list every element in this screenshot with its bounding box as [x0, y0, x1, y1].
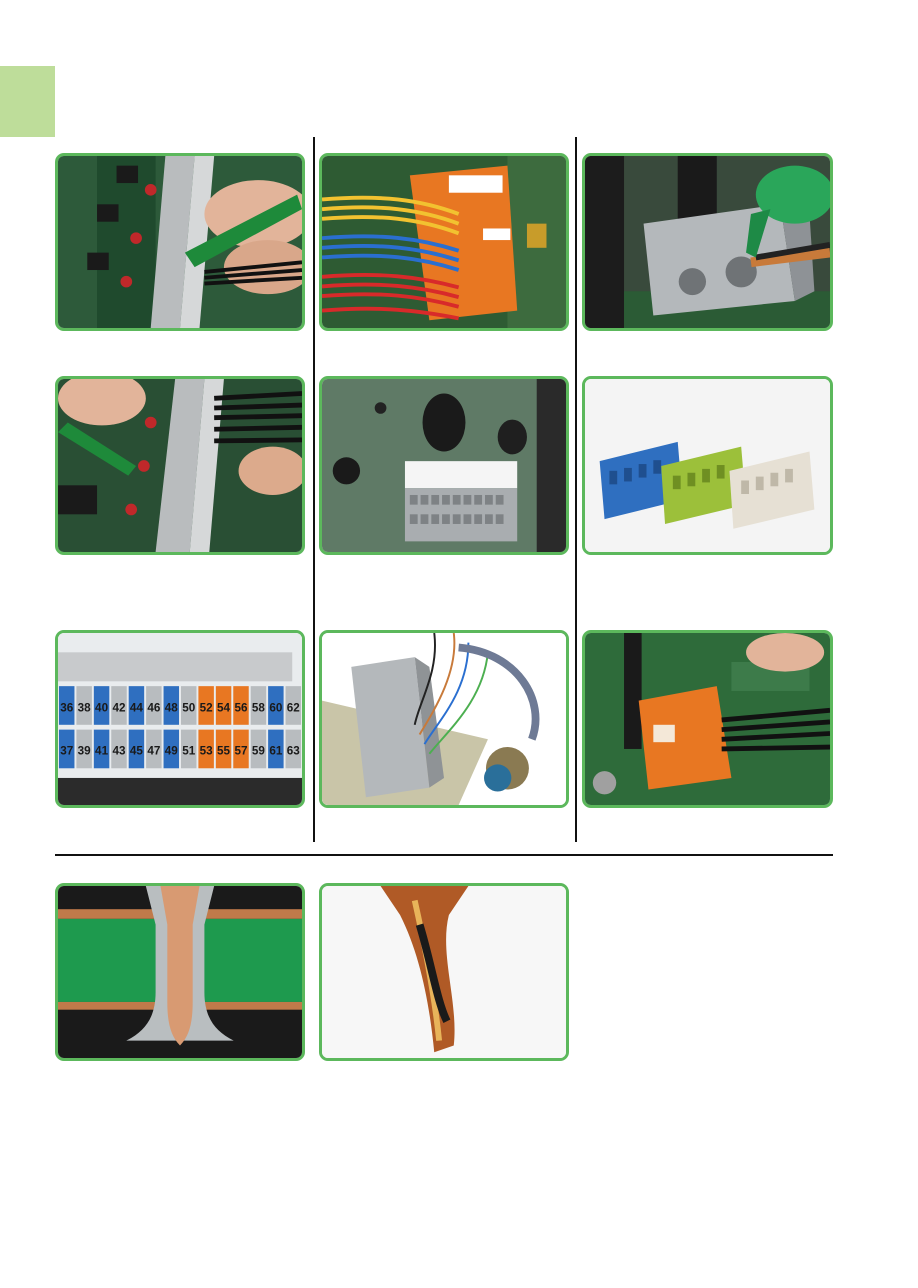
marker-strip-number: 54 — [217, 701, 231, 714]
photo-grey-terminal-green-tool — [582, 153, 833, 331]
marker-strip-number: 42 — [112, 701, 126, 714]
marker-strip-cell — [128, 686, 145, 725]
marker-strip-cell — [250, 729, 267, 769]
marker-strip-number: 58 — [252, 701, 266, 714]
marker-strip-cell — [198, 686, 214, 725]
marker-strip-cell — [163, 686, 180, 725]
marker-strip-cell — [93, 729, 110, 769]
marker-strip-number: 37 — [60, 745, 73, 758]
marker-strip-number: 61 — [269, 745, 283, 758]
marker-strip-number: 45 — [130, 745, 144, 758]
marker-strip-cell — [146, 729, 162, 769]
marker-strip-number: 59 — [252, 745, 266, 758]
column-divider-left — [313, 137, 315, 842]
marker-strip-number: 40 — [95, 701, 108, 714]
marker-strip-number: 57 — [234, 745, 247, 758]
marker-strip-number: 62 — [287, 701, 301, 714]
marker-strip-number: 46 — [147, 701, 161, 714]
marker-strip-cell — [285, 686, 302, 725]
photo-pcb-cross-section — [55, 883, 305, 1061]
photo-grey-terminal-strip-on-pcb — [319, 376, 569, 555]
marker-strip-number: 52 — [200, 701, 214, 714]
photo-blue-green-beige-terminal-blocks — [582, 376, 833, 555]
marker-strip-number: 51 — [182, 745, 196, 758]
marker-strip-cell — [233, 729, 249, 769]
marker-strip-number: 36 — [60, 701, 74, 714]
marker-strip-cell — [250, 686, 267, 725]
section-divider — [55, 854, 833, 856]
photo-solder-pin-cross-section — [319, 883, 569, 1061]
marker-strip-cell — [163, 729, 180, 769]
marker-strip-cell — [180, 729, 197, 769]
photo-orange-terminal-on-pcb — [582, 630, 833, 808]
marker-strip-number: 38 — [78, 701, 92, 714]
marker-strip-cell — [111, 686, 127, 725]
marker-strip-number: 41 — [95, 745, 109, 758]
marker-strip-cell — [268, 686, 284, 725]
marker-strip-cell — [215, 686, 232, 725]
marker-strip-cell — [268, 729, 284, 769]
column-divider-right — [575, 137, 577, 842]
marker-strip-number: 55 — [217, 745, 231, 758]
marker-strip-cell — [58, 729, 75, 769]
marker-strip-number: 39 — [78, 745, 92, 758]
section-tab — [0, 66, 55, 137]
marker-strip-cell — [76, 729, 92, 769]
marker-strip-number: 48 — [165, 701, 179, 714]
marker-strip-number: 60 — [269, 701, 282, 714]
marker-strip-cell — [180, 686, 197, 725]
marker-strip-number: 43 — [112, 745, 126, 758]
marker-strip-cell — [58, 686, 75, 725]
marker-strip-number: 63 — [287, 745, 301, 758]
marker-strip-number: 49 — [165, 745, 179, 758]
marker-strip-number: 50 — [182, 701, 195, 714]
marker-strip-cell — [233, 686, 249, 725]
photo-pcb-tester-probe — [55, 376, 305, 555]
marker-strip-cell — [285, 729, 302, 769]
marker-strip-cell — [198, 729, 214, 769]
photo-pcb-green-tool-insert — [55, 153, 305, 331]
marker-strip-cell — [146, 686, 162, 725]
marker-strip-number: 44 — [130, 701, 144, 714]
marker-strip-cell — [215, 729, 232, 769]
marker-strip-cell — [93, 686, 110, 725]
photo-sensor-terminal-block — [319, 630, 569, 808]
marker-strip-number: 53 — [200, 745, 214, 758]
photo-orange-multi-level-terminal-block — [319, 153, 569, 331]
marker-strip-cell — [128, 729, 145, 769]
marker-strip-number: 56 — [234, 701, 248, 714]
marker-strip-cell — [111, 729, 127, 769]
marker-strip-number: 47 — [147, 745, 160, 758]
marker-strip-cell — [76, 686, 92, 725]
